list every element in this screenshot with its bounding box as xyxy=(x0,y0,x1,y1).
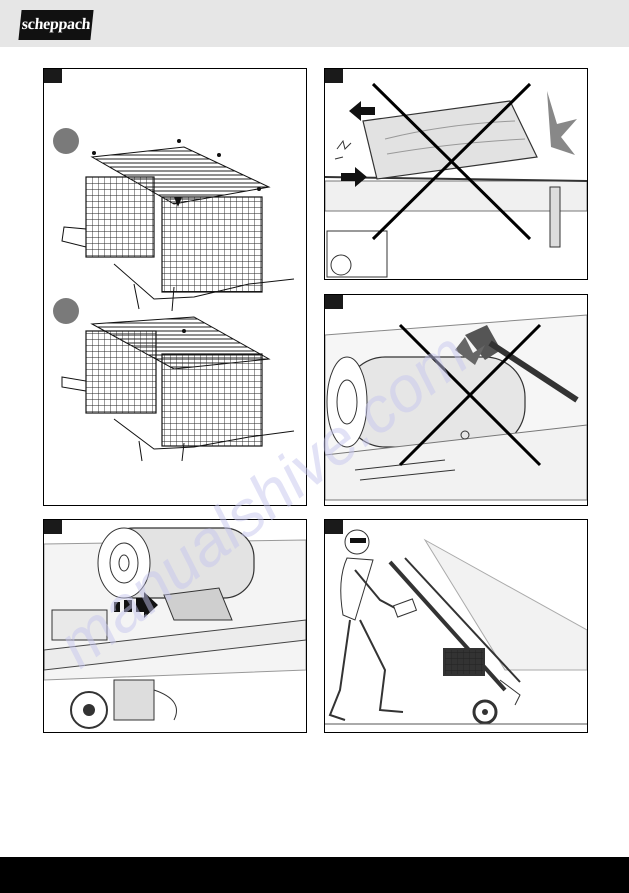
page-footer-bar xyxy=(0,857,629,893)
figure-panel-2 xyxy=(324,68,588,280)
figure-panel-5 xyxy=(324,519,588,733)
hammer-warning-illustration xyxy=(325,295,587,505)
transport-illustration xyxy=(325,520,587,732)
scheppach-logo: scheppach xyxy=(18,10,93,40)
cage-assembly-illustration xyxy=(44,69,306,505)
warning-illustration xyxy=(325,69,587,279)
figure-panel-1 xyxy=(43,68,307,506)
figure-panel-4 xyxy=(43,519,307,733)
log-placement-illustration xyxy=(44,520,306,732)
figure-panel-3 xyxy=(324,294,588,506)
step-marker-1 xyxy=(53,128,79,154)
step-marker-2 xyxy=(53,298,79,324)
page-header: scheppach xyxy=(0,0,629,47)
